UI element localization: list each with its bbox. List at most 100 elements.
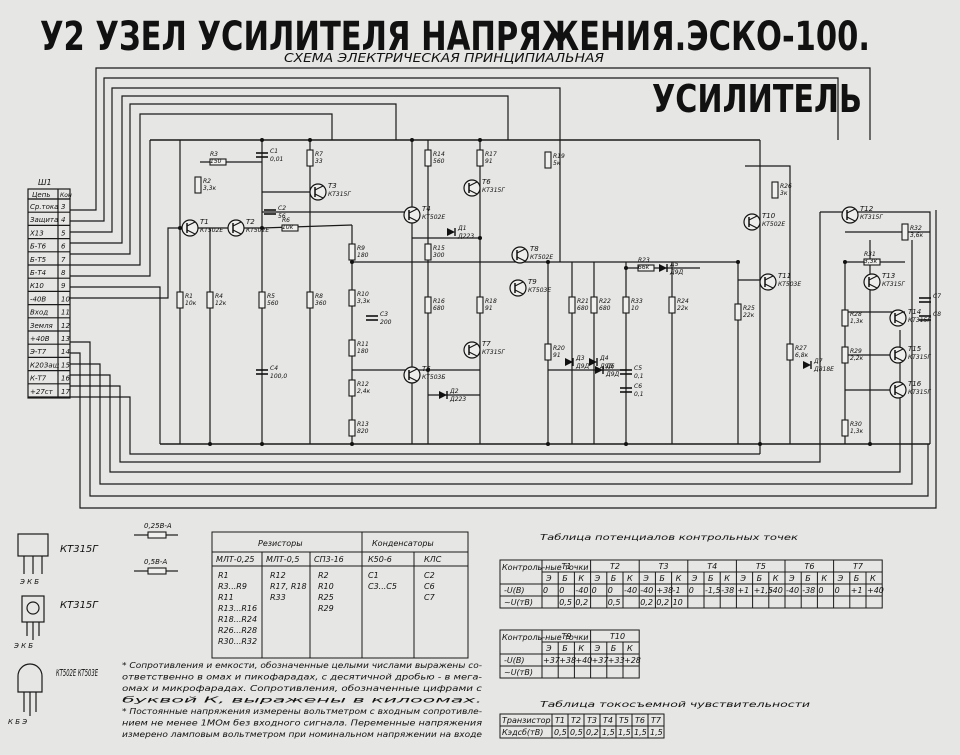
transistor-type: КТ503Е bbox=[778, 281, 801, 288]
resistor-ref: R24 bbox=[677, 298, 689, 305]
parts-cell: R29 bbox=[318, 604, 334, 613]
resistor-ref: R10 bbox=[357, 291, 369, 298]
potentials-sub: Б bbox=[562, 574, 568, 583]
diode-ref: Д7 bbox=[813, 358, 823, 365]
potentials-cell: 0 bbox=[689, 586, 694, 595]
resistor-value: 2,4к bbox=[357, 388, 371, 395]
sensitivity-cell: 1,5 bbox=[618, 728, 631, 737]
potentials-sub: Э bbox=[788, 574, 795, 583]
potentials-cell: +1,5 bbox=[754, 586, 773, 595]
sensitivity-cell: 0,5 bbox=[554, 728, 567, 737]
potentials-cell: -40 bbox=[770, 586, 783, 595]
connector-row-num: 15 bbox=[61, 361, 70, 369]
transistor-type: КТ502Е bbox=[200, 227, 223, 234]
connector-row-num: 9 bbox=[61, 282, 66, 290]
potentials-sub: Э bbox=[545, 574, 552, 583]
capacitor-value: 0,1 bbox=[634, 391, 644, 398]
potentials-table: Таблица потенциалов контрольных точек Ко… bbox=[499, 533, 884, 609]
potentials-row-label: -U(В) bbox=[504, 586, 524, 595]
potentials2-cell: +37 bbox=[592, 656, 610, 665]
potentials2-cell: +40 bbox=[575, 656, 592, 665]
connector-row-num: 4 bbox=[61, 216, 65, 224]
resistor-ref: R2 bbox=[203, 178, 211, 185]
transistor-ref: Т3 bbox=[328, 182, 337, 190]
diode-ref: Д4 bbox=[599, 355, 609, 362]
note-line: омах и микрофарадах. Сопротивления, обоз… bbox=[122, 684, 483, 693]
potentials2-group: Т10 bbox=[610, 632, 625, 641]
notes: * Сопротивления и емкости, обозначенные … bbox=[122, 661, 483, 739]
power-rating-legend: 0,25В-А 0,5В-А bbox=[134, 522, 178, 575]
transistor-ref: Т16 bbox=[908, 380, 922, 388]
diode-value: Д818Е bbox=[813, 366, 834, 373]
potentials2-cell: +38 bbox=[559, 656, 576, 665]
diode-value: Д223 bbox=[457, 233, 474, 240]
parts-table: Резисторы Конденсаторы МЛТ-0,25 МЛТ-0,5 … bbox=[211, 531, 469, 659]
sensitivity-cell: 1,5 bbox=[602, 728, 615, 737]
potentials-sub: Б bbox=[708, 574, 714, 583]
sensitivity-col-header: Транзистор bbox=[502, 716, 551, 725]
parts-cell: С2 bbox=[424, 571, 435, 580]
potentials-cell: 0,5 bbox=[608, 598, 621, 607]
sensitivity-cell: 1,5 bbox=[634, 728, 647, 737]
connector-row-num: 12 bbox=[61, 322, 70, 330]
parts-header-capacitors: Конденсаторы bbox=[372, 539, 434, 548]
resistor-ref: R14 bbox=[433, 151, 445, 158]
potentials-sub: Б bbox=[854, 574, 860, 583]
resistor-ref: R31 bbox=[864, 251, 876, 258]
potentials-row-header: Контроль-ные точки bbox=[502, 563, 588, 572]
potentials2-sub: Э bbox=[594, 644, 601, 653]
potentials-cell: -40 bbox=[575, 586, 588, 595]
transistor-type: КТ315Г bbox=[908, 354, 931, 361]
connector-row-name: Земля bbox=[30, 322, 53, 330]
resistor-ref: R19 bbox=[553, 153, 565, 160]
potentials-sub: Э bbox=[691, 574, 698, 583]
transistor-type: КТ502Е bbox=[246, 227, 269, 234]
connector-row-num: 16 bbox=[61, 375, 70, 383]
resistor-ref: R4 bbox=[215, 293, 223, 300]
parts-cell: R1 bbox=[218, 571, 229, 580]
resistor-ref: R18 bbox=[485, 298, 497, 305]
resistor-r2: R23,3к bbox=[194, 176, 217, 194]
resistor-value: 3,3к bbox=[203, 185, 217, 192]
diode-ref: Д1 bbox=[457, 225, 467, 232]
sensitivity-col: Т4 bbox=[603, 716, 613, 725]
resistor-ref: R12 bbox=[357, 381, 369, 388]
diode-ref: Д3 bbox=[575, 355, 585, 362]
connector-row-name: К20Защ bbox=[30, 361, 60, 369]
sensitivity-col: Т1 bbox=[555, 716, 565, 725]
connector-row-name: К-Т7 bbox=[30, 375, 47, 383]
resistor-value: 6,8к bbox=[795, 352, 809, 359]
capacitor-value: 56 bbox=[278, 213, 286, 220]
resistor-ref: R22 bbox=[599, 298, 611, 305]
resistor-value: 91 bbox=[553, 352, 561, 359]
resistor-ref: R7 bbox=[315, 151, 323, 158]
transistor-type: КТ503Б bbox=[422, 374, 446, 381]
potentials-group: Т5 bbox=[756, 562, 766, 571]
connector-row-num: 5 bbox=[61, 229, 66, 237]
capacitor-ref: С1 bbox=[270, 148, 278, 155]
potentials2-sub: Б bbox=[562, 644, 568, 653]
package-2-name: КТ315Г bbox=[60, 600, 99, 611]
resistor-value: 5к bbox=[553, 160, 561, 167]
resistor-value: 66к bbox=[638, 264, 650, 271]
diode-value: Д9Д bbox=[599, 363, 614, 370]
connector-row-num: 13 bbox=[61, 335, 70, 343]
transistor-ref: Т7 bbox=[482, 340, 491, 348]
resistor-value: 3к bbox=[780, 190, 788, 197]
potentials2-group: Т9 bbox=[561, 632, 571, 641]
